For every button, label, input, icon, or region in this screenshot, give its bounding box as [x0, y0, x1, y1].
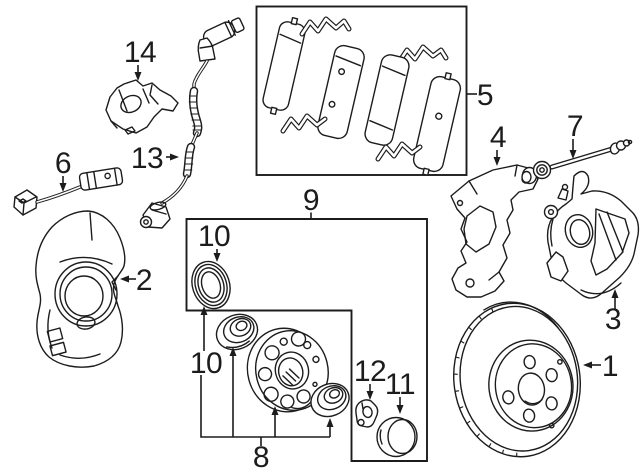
callout-6-arrow	[59, 183, 67, 192]
callout-13: 13	[131, 142, 179, 175]
callout-14-label: 14	[124, 36, 156, 69]
brake-pad	[364, 54, 410, 146]
callout-11: 11	[385, 368, 416, 414]
splash-shield	[35, 210, 126, 368]
callout-10-upper-label: 10	[198, 220, 230, 253]
callout-14: 14	[124, 36, 157, 81]
callout-10-upper-arrow	[213, 253, 221, 262]
callout-2: 2	[120, 264, 153, 297]
pad-spring-clip	[375, 141, 423, 162]
callouts: 14 13 6 2 5 9 10	[55, 36, 622, 471]
caliper-bracket	[450, 164, 539, 298]
callout-7: 7	[567, 110, 584, 159]
callout-7-arrow	[569, 150, 577, 159]
callout-9-label: 9	[303, 184, 319, 217]
brake-pad	[412, 72, 462, 176]
callout-9: 9	[303, 184, 320, 219]
callout-8-arrow-bearing-outer	[326, 418, 334, 427]
callout-8-label: 8	[253, 441, 269, 471]
callout-10-lower-arrow	[200, 306, 208, 315]
callout-13-arrow	[170, 153, 179, 161]
callout-8: 8	[200, 347, 334, 471]
brake-pad-kit-box	[255, 5, 468, 176]
wear-sensor	[13, 167, 124, 216]
abs-sensor-head	[139, 201, 171, 229]
callout-10-upper: 10	[198, 220, 231, 262]
callout-8-bracket	[200, 355, 331, 446]
callout-10-lower: 10	[190, 306, 223, 380]
callout-1: 1	[583, 350, 619, 383]
sensor-bracket	[105, 79, 179, 135]
guide-bolt	[521, 139, 633, 185]
hub-kit-box	[185, 218, 428, 462]
brake-rotor	[452, 301, 582, 458]
callout-12-arrow	[366, 391, 374, 400]
callout-2-arrow	[120, 275, 129, 283]
callout-8-arrow-bearing-inner	[229, 347, 237, 356]
brake-caliper	[543, 170, 640, 299]
callout-11-label: 11	[385, 368, 415, 401]
callout-7-label: 7	[567, 110, 583, 143]
abs-sensor-cable	[139, 17, 245, 229]
brake-pad	[262, 16, 306, 116]
callout-1-arrow	[583, 361, 592, 369]
callout-6-label: 6	[55, 147, 71, 180]
callout-3: 3	[605, 289, 622, 336]
callout-1-label: 1	[602, 350, 618, 383]
callout-12-label: 12	[354, 355, 386, 388]
callout-4-arrow	[493, 157, 501, 166]
callout-5: 5	[466, 79, 494, 112]
callout-10-lower-label: 10	[190, 347, 222, 380]
brake-pad	[317, 44, 365, 140]
callout-13-label: 13	[131, 142, 163, 175]
pad-spring-clip	[396, 44, 449, 65]
lock-nut	[355, 399, 379, 428]
wheel-bearing-inner	[215, 313, 259, 351]
grease-seal	[191, 260, 231, 310]
pad-spring-clip	[299, 16, 352, 37]
callout-12: 12	[354, 355, 387, 400]
callout-3-arrow	[611, 289, 619, 298]
callout-6: 6	[55, 147, 72, 192]
pad-spring-clip	[280, 113, 328, 134]
callout-3-label: 3	[605, 303, 621, 336]
wheel-bearing-outer	[310, 382, 350, 418]
callout-4-label: 4	[490, 121, 506, 154]
kit-box-outline	[255, 5, 468, 176]
kit-box-outline	[185, 218, 428, 462]
dust-cap	[376, 416, 418, 458]
wheel-hub	[246, 327, 329, 413]
callout-14-arrow	[134, 72, 142, 81]
callout-8-arrow-hub	[271, 406, 279, 415]
callout-2-label: 2	[136, 264, 152, 297]
rotor-lug-holes	[502, 354, 563, 429]
callout-11-arrow	[396, 405, 404, 414]
wear-sensor-body	[78, 167, 124, 191]
callout-4: 4	[490, 121, 507, 166]
callout-5-label: 5	[477, 79, 493, 112]
